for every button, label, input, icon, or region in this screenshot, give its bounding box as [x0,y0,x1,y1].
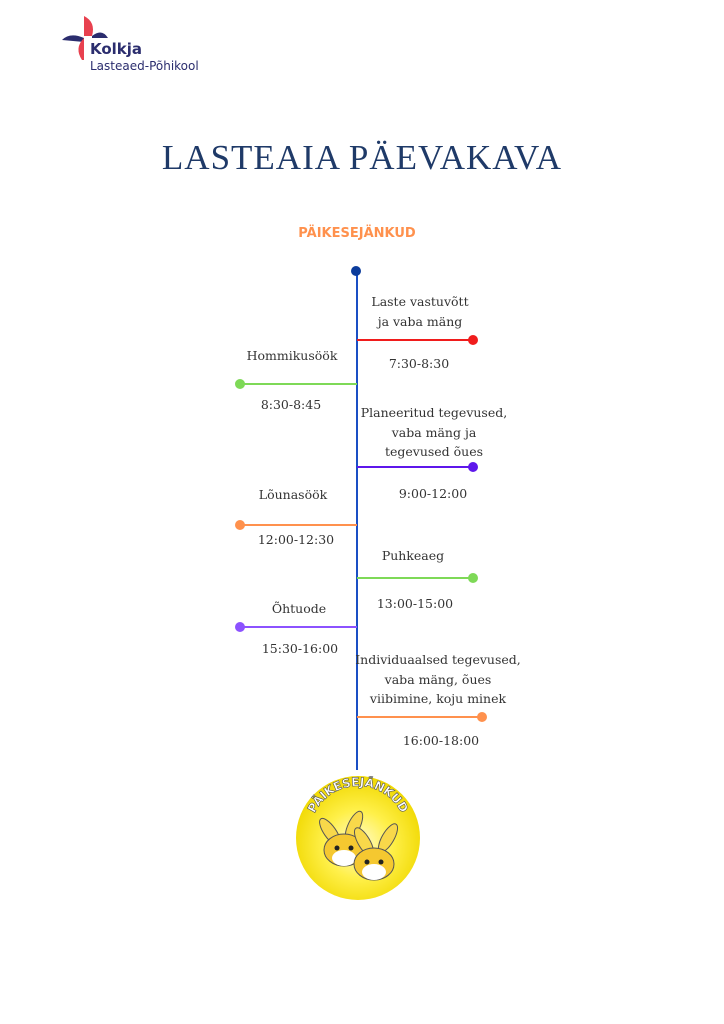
event-label: Lõunasöök [258,487,328,502]
event-time: 12:00-12:30 [257,532,335,547]
event-label: Puhkeaeg [381,548,445,563]
logo-name: Kolkja [90,40,143,58]
group-name: PÄIKESEJÄNKUD [298,226,416,241]
event-time: 8:30-8:45 [260,397,322,412]
group-badge: PÄIKESEJÄNKUD [296,774,420,900]
logo-mark-icon [62,16,108,60]
timeline-start-dot [351,266,361,276]
event-time: 15:30-16:00 [261,641,339,656]
logo-subtitle: Lasteaed-Põhikool [90,59,199,73]
event-label: Planeeritud tegevused, vaba mäng ja tege… [360,405,508,459]
timeline-branch [357,339,473,341]
event-time: 16:00-18:00 [402,733,480,748]
bunny-icon [319,810,365,867]
event-label: Õhtuode [271,601,327,616]
page-title: LASTEAIA PÄEVAKAVA [161,138,563,177]
timeline-branch [357,577,473,579]
event-time: 9:00-12:00 [398,486,468,501]
timeline-dot [468,335,478,345]
timeline-dot [468,462,478,472]
timeline-dot [235,622,245,632]
timeline-dot [468,573,478,583]
timeline-axis [356,271,358,770]
timeline-dot [477,712,487,722]
event-time: 13:00-15:00 [376,596,454,611]
event-label: Individuaalsed tegevused, vaba mäng, õue… [355,652,521,706]
event-label: Laste vastuvõtt ja vaba mäng [371,294,469,329]
bunny-icon [353,823,399,881]
timeline-branch [240,383,357,385]
school-logo [62,16,108,60]
timeline-branch [357,716,482,718]
event-time: 7:30-8:30 [388,356,450,371]
timeline-branch [240,524,357,526]
event-label: Hommikusöök [246,348,338,363]
timeline-branch [240,626,357,628]
timeline-dot [235,520,245,530]
timeline-branch [357,466,473,468]
timeline-dot [235,379,245,389]
